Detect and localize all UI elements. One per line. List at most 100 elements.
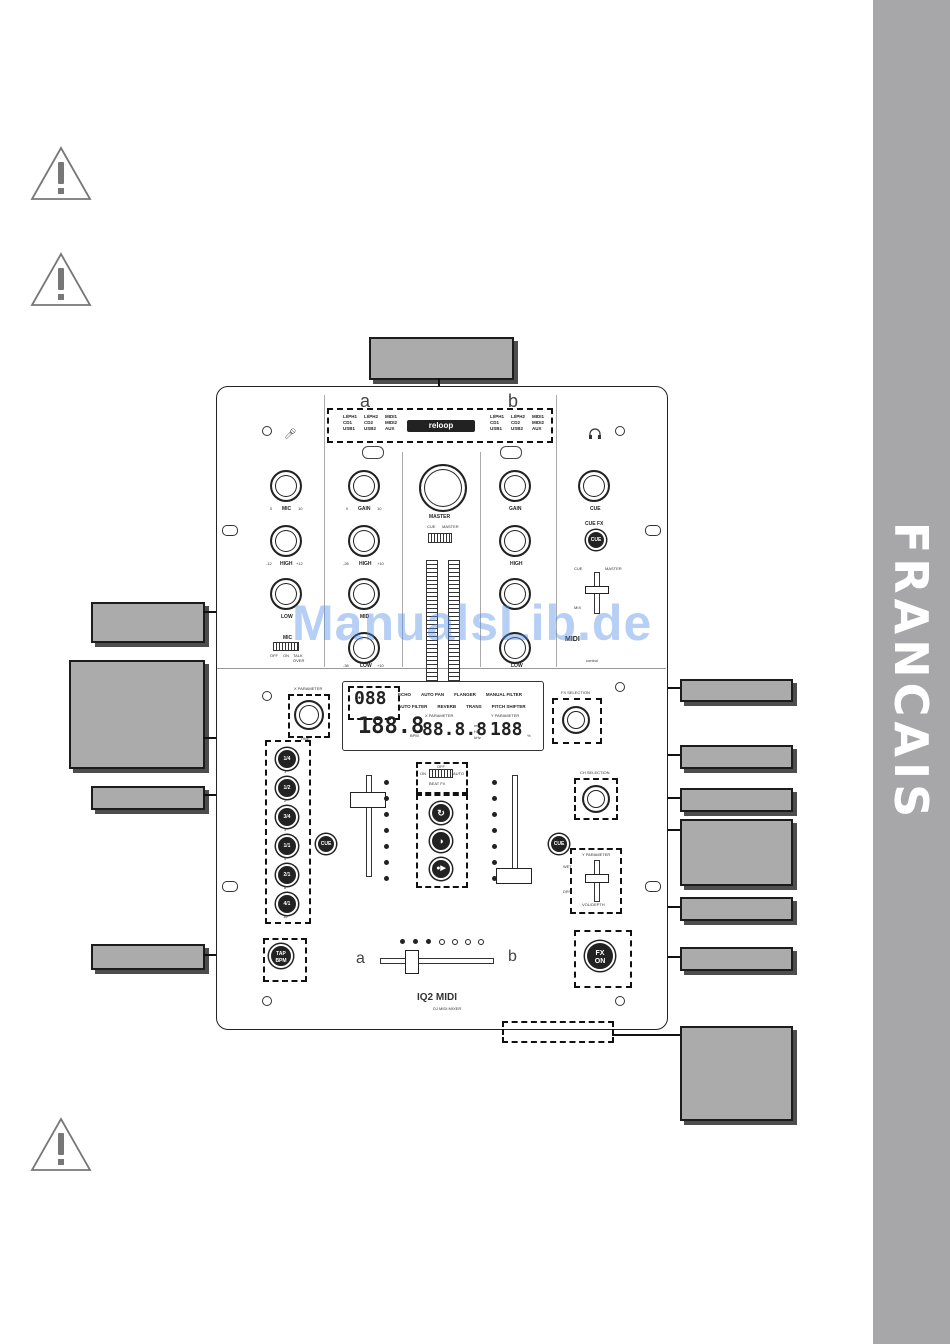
fx-pad-1-icon[interactable]: ↻ [430, 802, 452, 824]
callout-box-ch-selection [680, 788, 793, 812]
beat-button-5[interactable]: 2/1 [276, 864, 298, 886]
ch-selection-highlight [574, 778, 618, 820]
source-label: AUX [385, 426, 395, 431]
callout-box-display [69, 660, 205, 769]
fader-scale-dot [384, 844, 389, 849]
mic-talkover-switch[interactable] [273, 642, 299, 651]
fx-on-button[interactable]: FX ON [585, 941, 615, 971]
mic-switch-title: MIC [283, 635, 293, 641]
mic-low-label: LOW [281, 614, 293, 620]
bottom-connector-highlight [502, 1021, 614, 1043]
gain-a-label: GAIN [358, 506, 371, 512]
callout-box-vol-depth [680, 897, 793, 921]
cue-a-button[interactable]: CUE [316, 834, 336, 854]
lcd-small-digits-highlight [348, 686, 400, 720]
master-label: MASTER [429, 514, 451, 520]
fx-pad-3-icon[interactable]: ●▶ [430, 858, 452, 880]
warning-triangle-icon [30, 1117, 92, 1171]
lcd-ms-label: ms [474, 723, 480, 728]
x-parameter-knob[interactable] [294, 700, 324, 730]
high-b-label: HIGH [510, 561, 523, 567]
x-parameter-label: X PARAMETER [294, 686, 323, 691]
master-switch-label: MASTER [442, 524, 459, 529]
mic-level-knob[interactable] [270, 470, 302, 502]
channel-b-high-knob[interactable] [499, 525, 531, 557]
beat-buttons-highlight [265, 740, 311, 924]
channel-a-low-knob[interactable] [348, 632, 380, 664]
screw [615, 426, 625, 436]
panel-divider [324, 395, 325, 667]
lcd-small-digits: 088 [354, 688, 387, 709]
source-label: MIDI2 [385, 420, 398, 425]
beat-button-1[interactable]: 1/4 [276, 748, 298, 770]
fx-pad-2-icon[interactable]: ◑ [430, 830, 452, 852]
tap-bpm-button[interactable]: TAP BPM [269, 944, 293, 968]
channel-b-low-knob[interactable] [499, 632, 531, 664]
low-a-label: LOW [360, 663, 372, 669]
source-label: LI/PH2 [511, 414, 526, 419]
beat-button-6[interactable]: 4/1 [276, 893, 298, 915]
beat-button-2[interactable]: 1/2 [276, 777, 298, 799]
screw [615, 996, 625, 1006]
cue-master-switch[interactable] [428, 533, 452, 543]
fx-selection-knob[interactable] [562, 706, 590, 734]
crossfader-led [452, 939, 458, 945]
screw [262, 426, 272, 436]
mic-on-label: ON [283, 653, 289, 658]
channel-a-mid-knob[interactable] [348, 578, 380, 610]
cue-b-button[interactable]: CUE [549, 834, 569, 854]
cue-mix-fader[interactable] [585, 586, 609, 594]
source-label: MIDI2 [532, 420, 545, 425]
selector-b-knob[interactable] [500, 446, 522, 459]
lcd-effect-label: PITCH SHIFTER [491, 704, 526, 709]
master-volume-knob[interactable] [419, 464, 467, 512]
mount-slot [222, 881, 238, 892]
callout-box-tap [91, 944, 205, 970]
crossfader-led [478, 939, 484, 945]
channel-a-high-knob[interactable] [348, 525, 380, 557]
cue-volume-knob[interactable] [578, 470, 610, 502]
fader-scale-dot [384, 812, 389, 817]
beat-sub-label: 2 [284, 798, 287, 803]
mic-high-knob[interactable] [270, 525, 302, 557]
scale-label: 10 [298, 506, 303, 511]
lcd-effect-label: MANUAL FILTER [485, 692, 522, 697]
channel-b-fader-track [512, 775, 518, 877]
channel-b-fader[interactable] [496, 868, 532, 884]
cue-switch-label: CUE [427, 524, 436, 529]
source-label: USB2 [511, 426, 524, 431]
mic-low-knob[interactable] [270, 578, 302, 610]
channel-b-gain-knob[interactable] [499, 470, 531, 502]
beat-button-3[interactable]: 3/4 [276, 806, 298, 828]
midi-control-label: control [586, 658, 599, 663]
fx-selection-highlight [552, 698, 602, 744]
warning-triangle-icon [30, 252, 92, 306]
channel-a-fader[interactable] [350, 792, 386, 808]
channel-b-mid-knob[interactable] [499, 578, 531, 610]
beat-sub-label: 8 [284, 885, 287, 890]
language-sidebar [873, 0, 950, 1344]
beat-button-4[interactable]: 1/1 [276, 835, 298, 857]
mix-master-label: MASTER [605, 566, 622, 571]
channel-a-gain-knob[interactable] [348, 470, 380, 502]
source-label: USB1 [343, 426, 356, 431]
wet-label: WET [563, 864, 572, 869]
lcd-hz-label: Hz [474, 729, 479, 734]
connector-line [612, 1034, 680, 1036]
cue-fx-label: CUE FX [585, 521, 604, 527]
source-label: CD2 [511, 420, 521, 425]
warning-triangle-icon [30, 146, 92, 200]
cue-fx-button[interactable]: CUE [586, 530, 606, 550]
crossfader-cap[interactable] [405, 950, 419, 974]
beat-sub-label: 3 [284, 827, 287, 832]
ch-selection-knob[interactable] [582, 785, 610, 813]
vol-depth-label: VOL/DEPTH [582, 902, 605, 907]
vol-depth-fader[interactable] [585, 874, 609, 883]
beat-fx-switch[interactable] [429, 769, 453, 778]
selector-a-knob[interactable] [362, 446, 384, 459]
callout-box-fx-selection [680, 679, 793, 702]
source-label: LI/PH1 [490, 414, 505, 419]
mount-slot [222, 525, 238, 536]
source-label: CD2 [364, 420, 374, 425]
tap-label: TAP [276, 951, 286, 957]
